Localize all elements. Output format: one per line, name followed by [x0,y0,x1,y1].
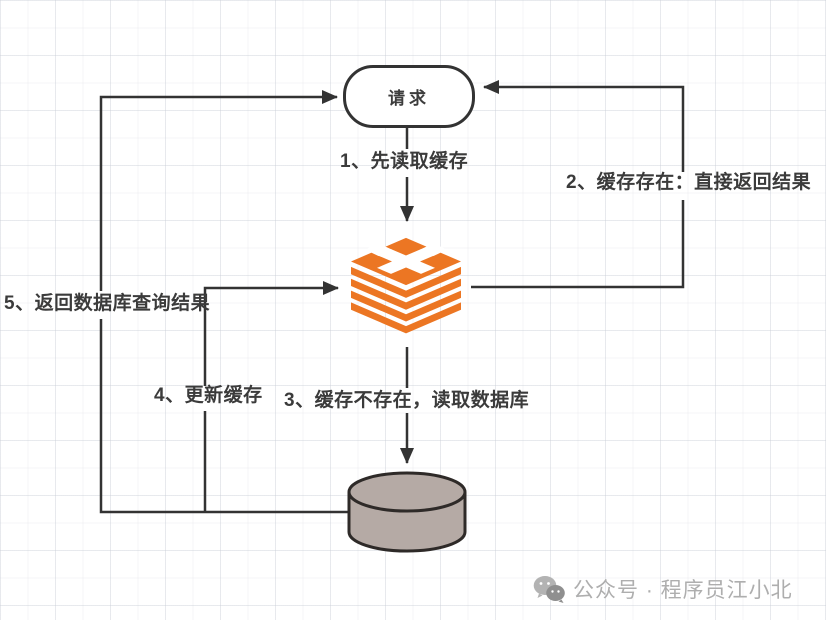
request-node-label: 请求 [388,89,430,108]
database-icon [347,471,467,553]
request-node: 请求 [343,65,475,128]
arrow-cache-hit-return [471,80,685,289]
edge-label-read-cache: 1、先读取缓存 [340,151,469,172]
edge-label-cache-hit-return: 2、缓存存在：直接返回结果 [566,172,812,193]
wechat-icon [533,575,565,603]
edge-label-return-db-result: 5、返回数据库查询结果 [4,293,211,314]
watermark: 公众号 · 程序员江小北 [533,574,793,604]
edge-label-cache-miss-read-db: 3、缓存不存在，读取数据库 [284,390,530,411]
watermark-text: 公众号 · 程序员江小北 [573,579,793,602]
arrow-return-db-result [99,90,352,514]
arrow-update-cache [203,281,339,512]
edge-label-update-cache: 4、更新缓存 [154,385,263,406]
redis-cache-icon [351,237,461,334]
